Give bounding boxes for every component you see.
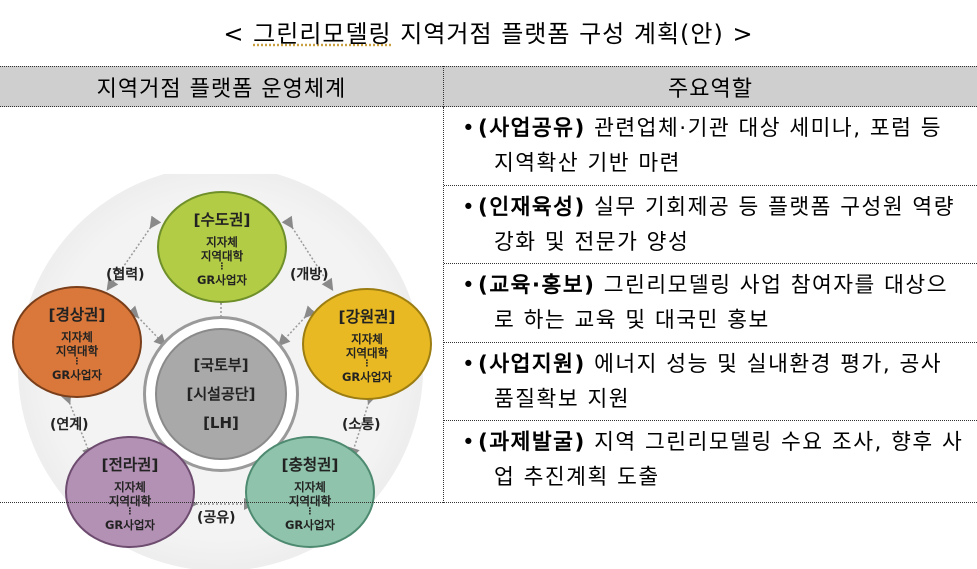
node-sudo: [수도권] 지자체 지역대학 ⋮ GR사업자 xyxy=(157,191,287,303)
role-item: • (인재육성) 실무 기회제공 등 플랫폼 구성원 역량강화 및 전문가 양성 xyxy=(444,186,977,264)
bullet-icon: • xyxy=(462,116,477,141)
node-line: 지자체 xyxy=(351,331,383,346)
role-text: 관련업체·기관 대상 세미나, 포럼 등 지역확산 기반 마련 xyxy=(494,116,943,176)
role-label: (과제발굴) xyxy=(478,430,586,455)
ellipsis-icon: ⋮ xyxy=(125,506,135,517)
role-text: 그린리모델링 사업 참여자를 대상으로 하는 교육 및 대국민 홍보 xyxy=(494,273,948,333)
role-label: (사업지원) xyxy=(478,351,586,377)
relation-openness: (개방) xyxy=(290,267,329,283)
ellipsis-icon: ⋮ xyxy=(217,261,227,272)
platform-diagram: [국토부] [시설공단] [LH] [수도권] 지자체 지역대학 ⋮ GR사업자… xyxy=(0,174,443,569)
node-title: [충청권] xyxy=(281,455,339,474)
role-item: • (교육·홍보) 그린리모델링 사업 참여자를 대상으로 하는 교육 및 대국… xyxy=(444,264,977,343)
title-prefix: < xyxy=(223,20,254,48)
relation-sharing: (공유) xyxy=(197,510,236,526)
bullet-icon: • xyxy=(462,351,477,377)
node-line: 지자체 xyxy=(206,234,238,249)
bullet-icon: • xyxy=(462,194,477,220)
node-line: 지역대학 xyxy=(200,248,244,263)
platform-table: 지역거점 플랫폼 운영체계 주요역할 xyxy=(0,66,977,569)
role-text: 에너지 성능 및 실내환경 평가, 공사 품질확보 지원 xyxy=(494,351,943,412)
role-item: • (과제발굴) 지역 그린리모델링 수요 조사, 향후 사업 추진계획 도출 xyxy=(444,421,977,500)
center-line-lh: [LH] xyxy=(203,413,239,432)
center-line-kalis: [시설공단] xyxy=(186,384,256,403)
node-gangwon: [강원권] 지자체 지역대학 ⋮ GR사업자 xyxy=(302,288,432,400)
node-title: [경상권] xyxy=(48,305,106,324)
column-divider xyxy=(443,107,444,503)
role-label: (교육·홍보) xyxy=(478,273,596,298)
node-line: 지자체 xyxy=(294,479,326,494)
node-line: GR사업자 xyxy=(51,367,103,382)
node-title: [강원권] xyxy=(338,307,396,326)
role-item: • (사업공유) 관련업체·기관 대상 세미나, 포럼 등 지역확산 기반 마련 xyxy=(444,107,977,186)
role-label: (사업공유) xyxy=(478,116,586,141)
node-line: 지역대학 xyxy=(55,343,99,358)
node-line: GR사업자 xyxy=(284,517,336,532)
table-bottom-border xyxy=(0,502,977,503)
node-line: 지역대학 xyxy=(288,493,332,508)
roles-list: • (사업공유) 관련업체·기관 대상 세미나, 포럼 등 지역확산 기반 마련… xyxy=(444,107,977,500)
node-line: GR사업자 xyxy=(196,272,248,287)
relation-communication: (소통) xyxy=(342,417,381,433)
node-chungcheong: [충청권] 지자체 지역대학 ⋮ GR사업자 xyxy=(245,436,375,548)
node-line: 지역대학 xyxy=(108,493,152,508)
role-text: 실무 기회제공 등 플랫폼 구성원 역량강화 및 전문가 양성 xyxy=(494,194,955,255)
ellipsis-icon: ⋮ xyxy=(362,358,372,369)
node-line: 지역대학 xyxy=(345,345,389,360)
connection-arrows xyxy=(60,215,378,510)
header-main-roles: 주요역할 xyxy=(443,66,977,107)
node-line: GR사업자 xyxy=(341,369,393,384)
role-label: (인재육성) xyxy=(478,194,586,220)
bullet-icon: • xyxy=(462,430,477,455)
relation-cooperation: (협력) xyxy=(106,267,145,283)
role-text: 지역 그린리모델링 수요 조사, 향후 사업 추진계획 도출 xyxy=(494,430,964,490)
bullet-icon: • xyxy=(462,273,477,298)
page-title: < 그린리모델링 지역거점 플랫폼 구성 계획(안) > xyxy=(0,14,977,49)
node-title: [수도권] xyxy=(193,210,251,229)
center-line-molit: [국토부] xyxy=(193,355,249,374)
title-underlined-word: 그린리모델링 xyxy=(253,20,392,48)
node-line: 지자체 xyxy=(61,329,93,344)
title-rest: 지역거점 플랫폼 구성 계획(안) > xyxy=(391,20,754,48)
role-item: • (사업지원) 에너지 성능 및 실내환경 평가, 공사 품질확보 지원 xyxy=(444,343,977,421)
center-node-molit: [국토부] [시설공단] [LH] xyxy=(155,328,287,460)
node-line: GR사업자 xyxy=(104,517,156,532)
node-title: [전라권] xyxy=(101,455,159,474)
ellipsis-icon: ⋮ xyxy=(305,506,315,517)
node-gyeongsang: [경상권] 지자체 지역대학 ⋮ GR사업자 xyxy=(12,286,142,398)
ellipsis-icon: ⋮ xyxy=(72,356,82,367)
node-jeolla: [전라권] 지자체 지역대학 ⋮ GR사업자 xyxy=(65,436,195,548)
node-line: 지자체 xyxy=(114,479,146,494)
header-operation-system: 지역거점 플랫폼 운영체계 xyxy=(0,66,443,107)
relation-linkage: (연계) xyxy=(50,417,89,433)
